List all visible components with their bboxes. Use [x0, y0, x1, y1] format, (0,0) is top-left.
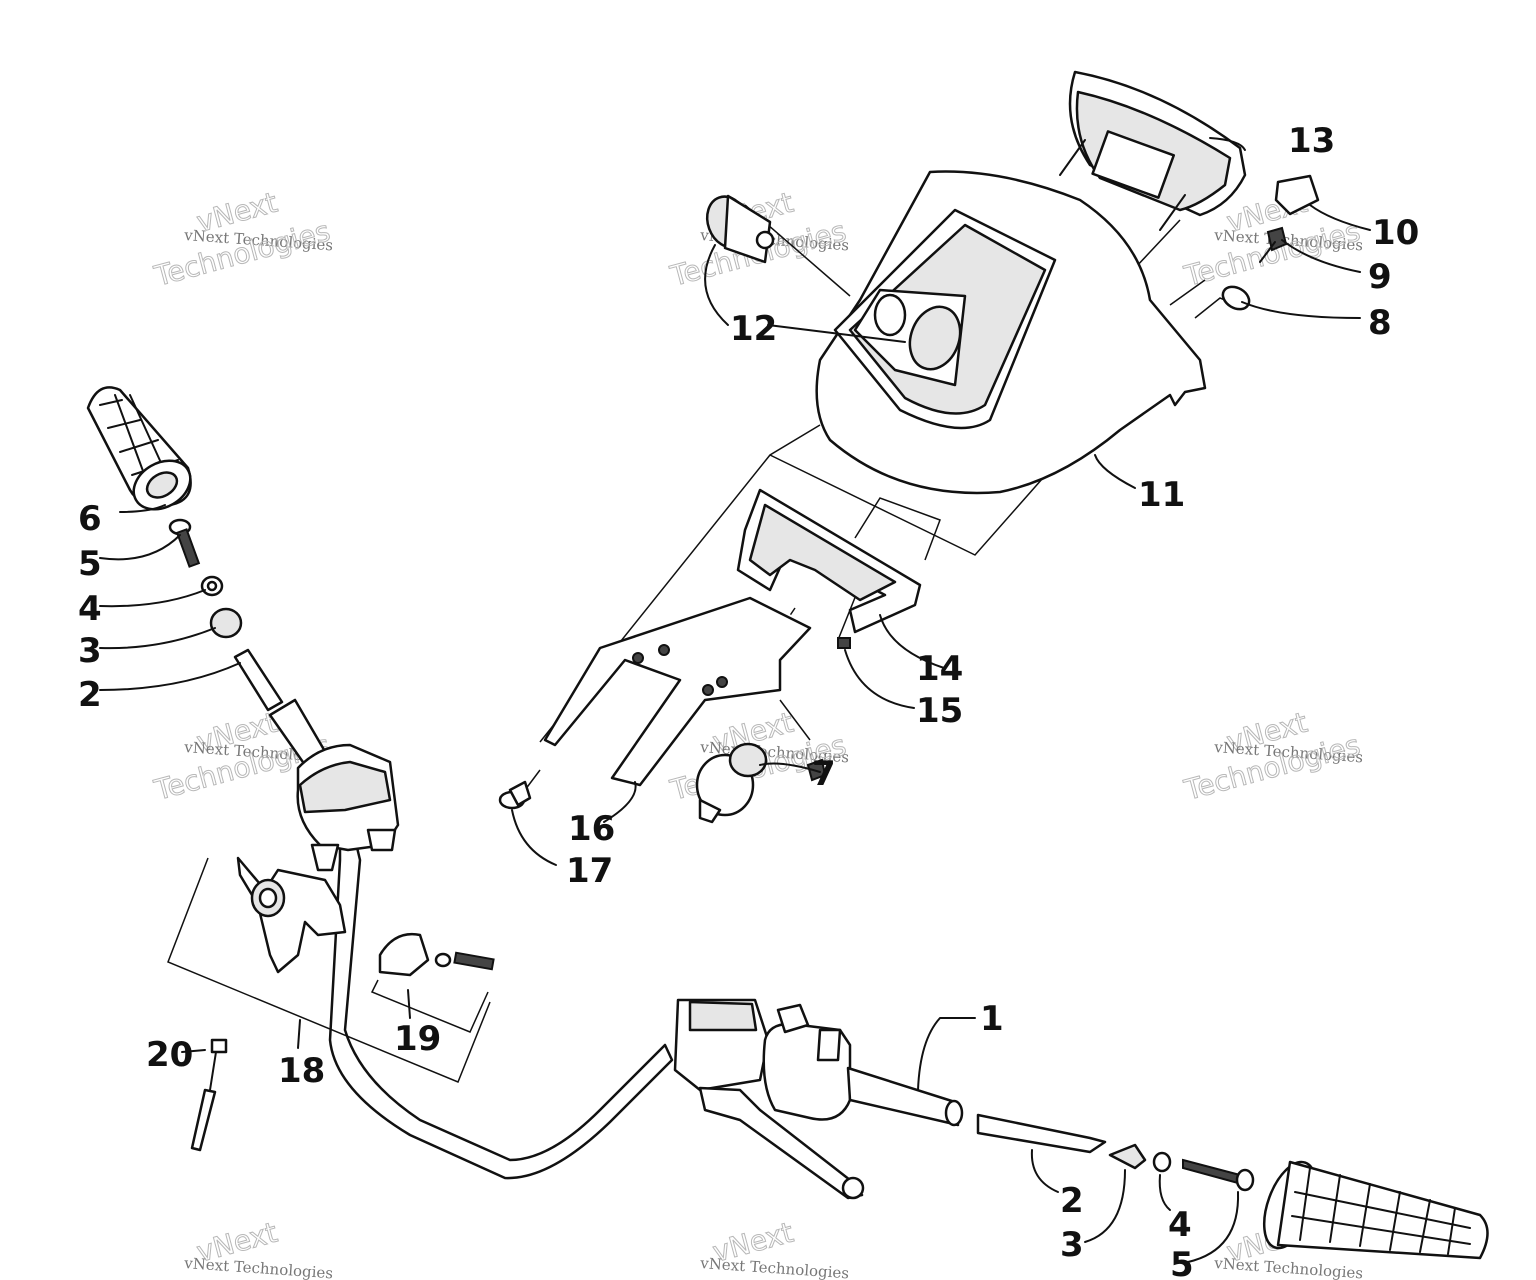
callout-1: 1 [980, 999, 1004, 1039]
throttle-assembly [167, 856, 491, 1083]
right-switch-housing [762, 1003, 964, 1127]
callout-8: 8 [1368, 303, 1392, 343]
callout-20: 20 [146, 1035, 193, 1075]
right-bar-end-weight [1108, 1143, 1147, 1170]
callout-19: 19 [394, 1019, 441, 1059]
handlebar-pod-housing [815, 170, 1207, 495]
callout-5-left: 5 [78, 544, 102, 584]
callout-14: 14 [916, 649, 963, 689]
push-rivet [498, 780, 532, 810]
right-grip-insert-tube [976, 1113, 1107, 1154]
callout-17: 17 [566, 851, 613, 891]
trim-bezel [736, 488, 922, 634]
watermark-top-left: vNext vNext Technologies Technologies [150, 185, 334, 293]
callout-labels: 1 2 3 4 5 6 7 8 9 10 11 12 13 14 15 16 1… [78, 121, 1419, 1280]
brake-master-cylinder [673, 998, 865, 1200]
callout-10: 10 [1372, 213, 1419, 253]
right-bar-end-screw [1182, 1158, 1255, 1192]
callout-7: 7 [812, 754, 836, 794]
switch-nut [1221, 285, 1251, 311]
left-grip [86, 386, 192, 511]
callout-6: 6 [78, 499, 102, 539]
tether-cord [190, 1038, 228, 1152]
callout-3-left: 3 [78, 631, 102, 671]
callout-leaders [99, 137, 1371, 1263]
small-fastener [837, 637, 851, 649]
left-bar-end-screw [168, 518, 201, 568]
svg-text:vNext Technologies: vNext Technologies [699, 1254, 850, 1280]
speedometer-gauge [1059, 70, 1247, 231]
mounting-bracket [543, 596, 812, 787]
callout-5-right: 5 [1170, 1245, 1194, 1280]
svg-text:vNext Technologies: vNext Technologies [1213, 1254, 1364, 1280]
left-switch-housing [296, 743, 400, 872]
callout-15: 15 [916, 691, 963, 731]
callout-4-left: 4 [78, 589, 102, 629]
watermark-middle-right: vNext vNext Technologies Technologies [1180, 705, 1364, 807]
callout-3-right: 3 [1060, 1225, 1084, 1265]
left-grip-insert-tube [233, 648, 284, 712]
right-washer [1152, 1151, 1172, 1173]
left-washer [200, 575, 224, 597]
power-outlet [705, 194, 775, 264]
callout-12: 12 [730, 309, 777, 349]
left-bar-end-weight [209, 607, 243, 639]
callout-18: 18 [278, 1051, 325, 1091]
svg-text:vNext Technologies: vNext Technologies [183, 1254, 334, 1280]
callout-2-right: 2 [1060, 1181, 1084, 1221]
switch-cap [1274, 174, 1320, 216]
watermark-bottom-left: vNext vNext Technologies [183, 1215, 334, 1280]
watermark-bottom-center: vNext vNext Technologies [699, 1215, 850, 1280]
callout-4-right: 4 [1168, 1205, 1192, 1245]
right-grip [1262, 1160, 1489, 1260]
callout-9: 9 [1368, 257, 1392, 297]
throttle-clamp-set [370, 932, 495, 1033]
callout-13: 13 [1288, 121, 1335, 161]
callout-2-left: 2 [78, 675, 102, 715]
callout-16: 16 [568, 809, 615, 849]
callout-11: 11 [1138, 475, 1185, 515]
